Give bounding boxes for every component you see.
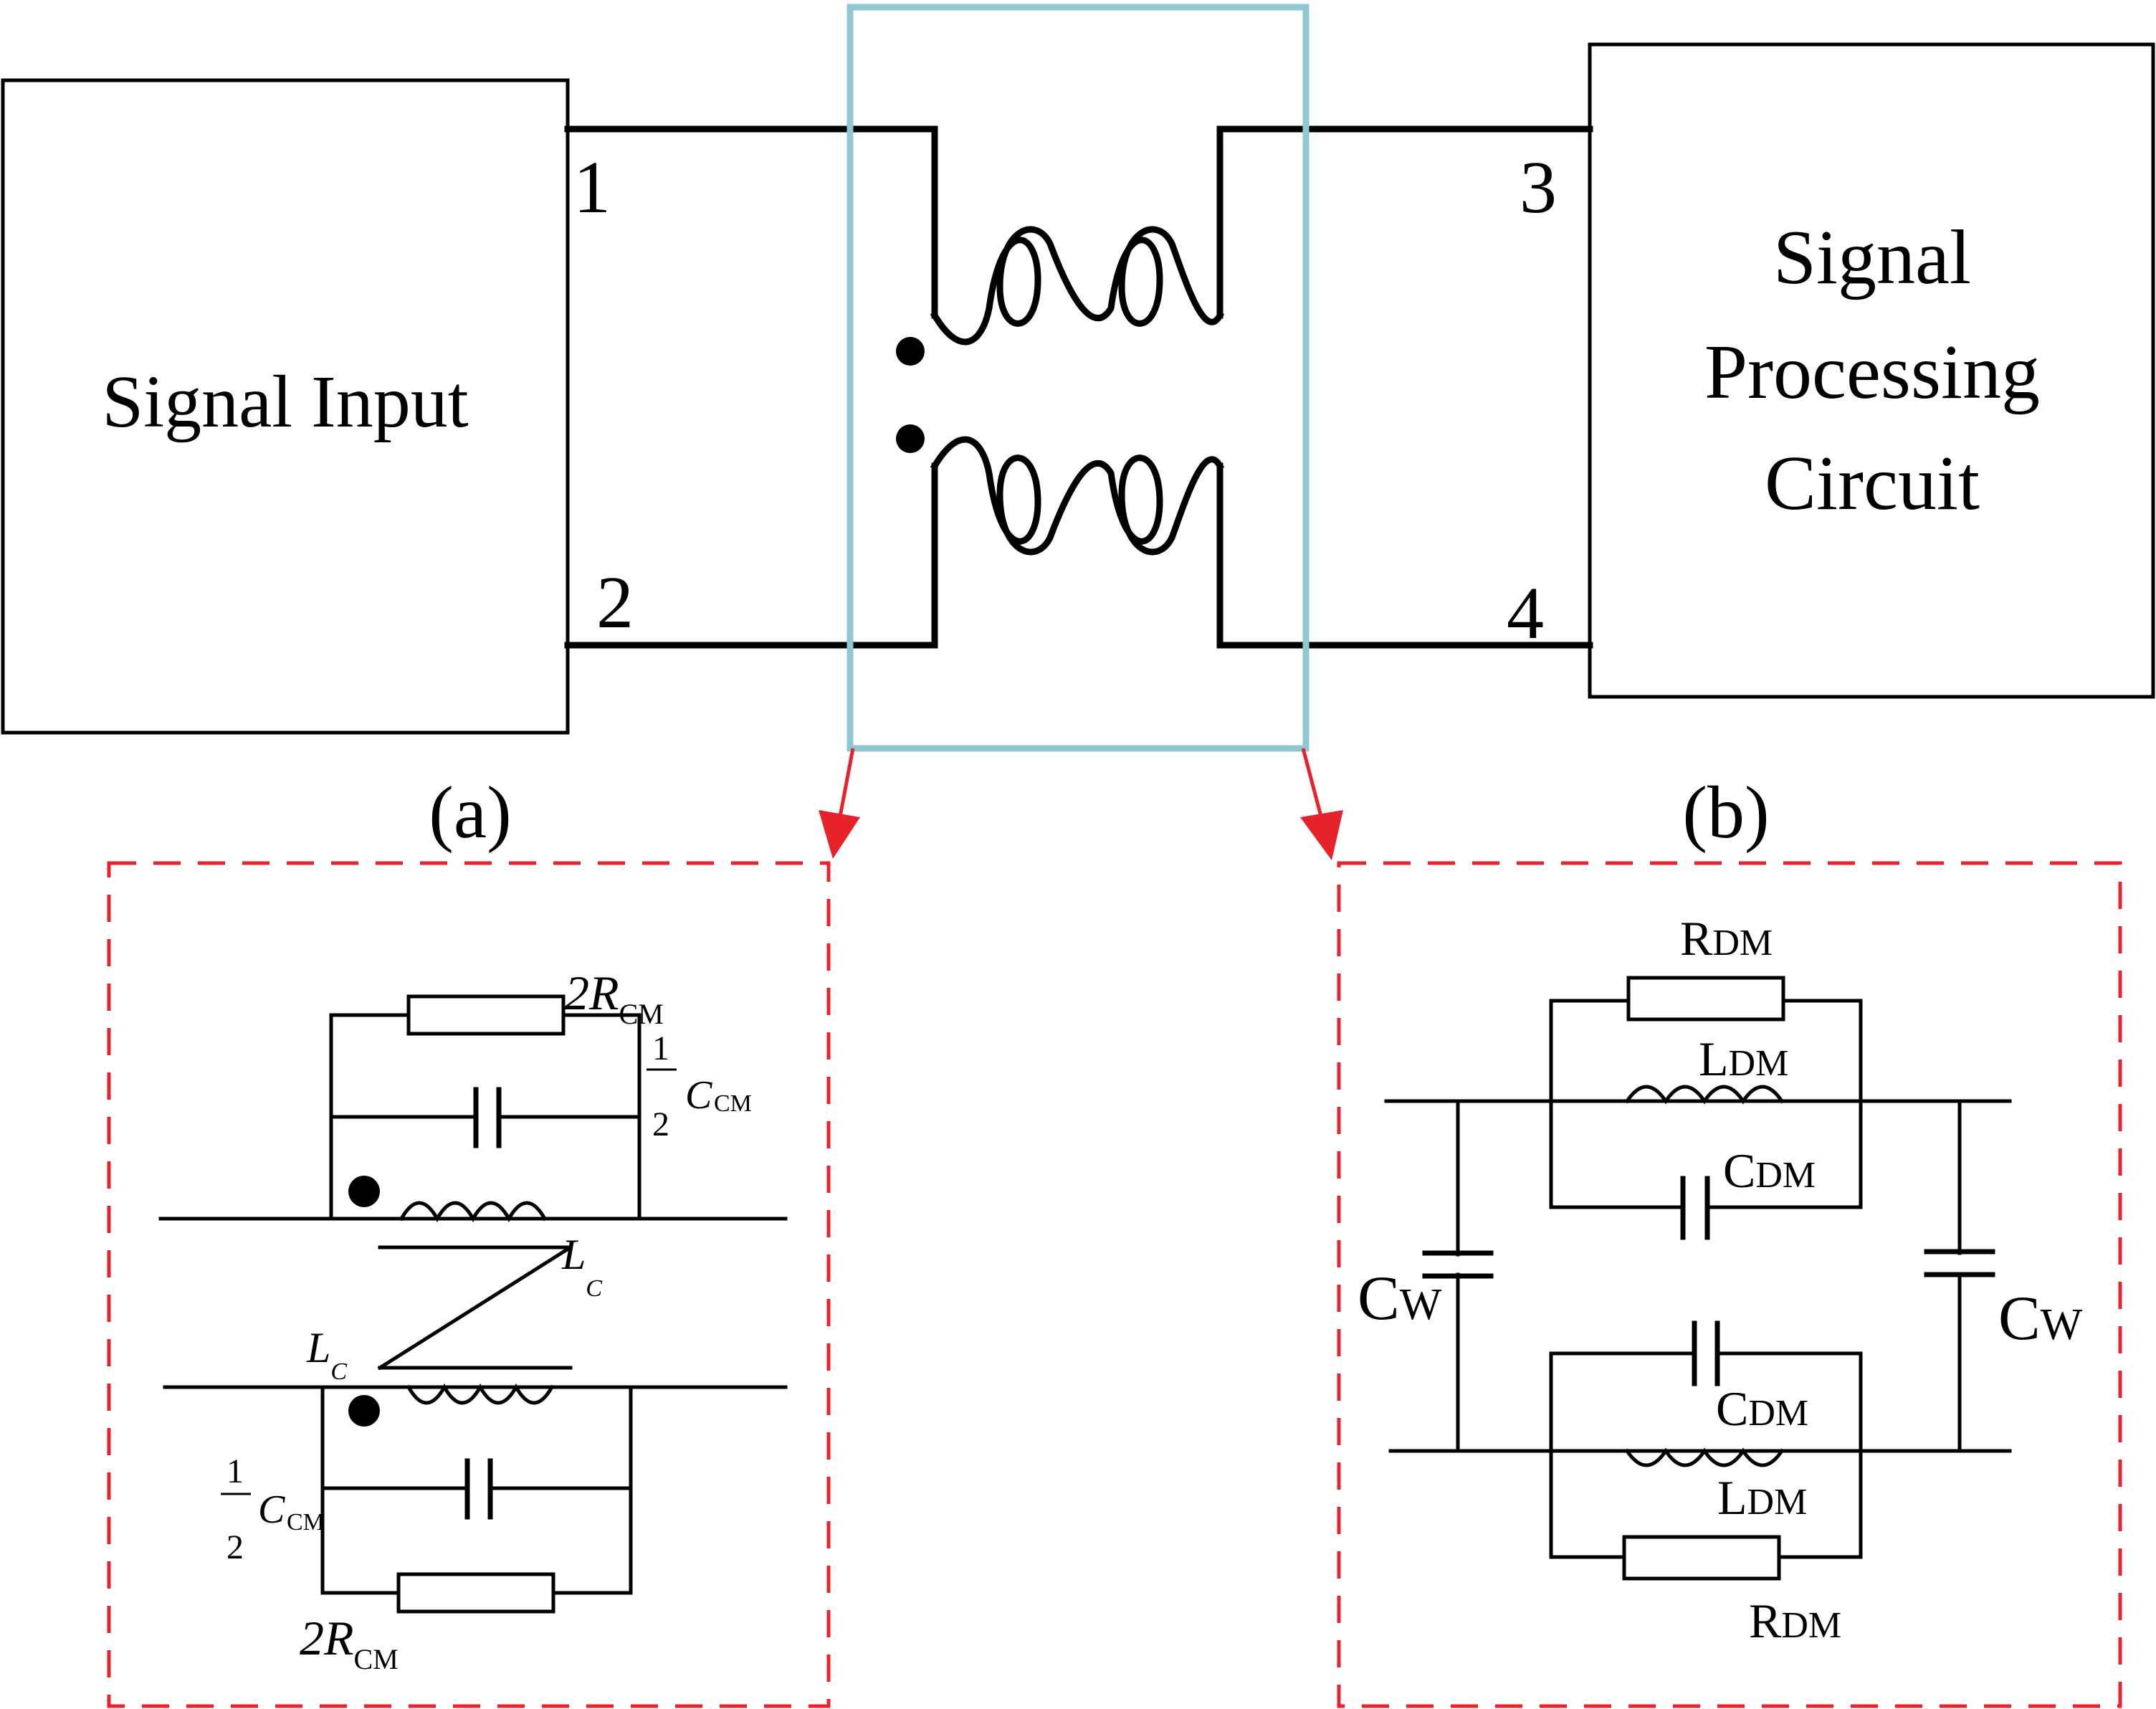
signal-processing-block: Signal Processing Circuit: [1588, 42, 2155, 699]
choke-highlight-box: [846, 4, 1310, 752]
port-label-1: 1: [573, 146, 611, 229]
b-label-rdm-top: RDM: [1680, 911, 1773, 966]
panel-label-b: (b): [1682, 771, 1769, 854]
panel-label-a: (a): [429, 771, 511, 854]
port-label-2: 2: [596, 561, 634, 644]
panel-a-circuit: 2RCM 1 2 C CM LC LC 1 2 C CM 2RCM: [158, 966, 788, 1675]
b-label-rdm-bottom: RDM: [1749, 1594, 1841, 1648]
svg-text:C: C: [685, 1073, 712, 1118]
arrow-left-shaft: [836, 748, 855, 825]
signal-processing-box: [1588, 42, 2155, 699]
wire-port4: [1216, 462, 1593, 649]
a-inductor-bottom: [406, 1383, 555, 1405]
svg-text:2: 2: [652, 1105, 669, 1143]
a-resistor-bottom: [396, 1572, 555, 1614]
port-label-3: 3: [1520, 146, 1557, 229]
a-label-lc-top: LC: [561, 1231, 602, 1302]
panel-b-circuit: RDM LDM CDM CW CW CDM LDM RDM: [1358, 911, 2083, 1648]
polarity-dot-lower: [896, 424, 925, 453]
b-label-cdm-top: CDM: [1723, 1143, 1816, 1198]
b-top-c-lead-l: [1549, 1099, 1684, 1209]
b-label-ldm-top: LDM: [1699, 1032, 1788, 1086]
a-resistor-top: [406, 994, 566, 1036]
svg-text:1: 1: [652, 1029, 669, 1067]
b-label-cw-left: CW: [1358, 1264, 1442, 1333]
zoom-arrows: [819, 748, 1343, 860]
a-inductor-top: [399, 1201, 548, 1223]
b-label-cdm-bottom: CDM: [1716, 1381, 1808, 1436]
main-wires: [564, 125, 1593, 649]
processing-label-line1: Signal: [1773, 215, 1971, 300]
b-resistor-bottom: [1622, 1535, 1781, 1581]
svg-text:2: 2: [226, 1528, 244, 1566]
a-coupling-diagonal: [377, 1244, 573, 1371]
a-dot-bottom: [348, 1395, 380, 1427]
arrow-right-head: [1300, 810, 1343, 860]
svg-text:1: 1: [226, 1452, 244, 1490]
detail-panel-b-border: [1337, 861, 2122, 1708]
signal-input-label: Signal Input: [102, 361, 468, 443]
b-bottom-c-lead-r: [1717, 1351, 1863, 1453]
a-label-2rcm-top: 2RCM: [565, 966, 664, 1030]
b-top-c-lead-r: [1707, 1099, 1863, 1209]
a-label-2rcm-bottom: 2RCM: [300, 1611, 399, 1675]
arrow-left-head: [819, 810, 860, 859]
a-label-half-ccm-bottom: 1 2 C CM: [221, 1452, 325, 1566]
detail-panel-a-border: [107, 861, 831, 1708]
polarity-dot-upper: [896, 337, 925, 366]
processing-label-line3: Circuit: [1765, 441, 1980, 526]
a-dot-top: [348, 1176, 380, 1207]
b-label-cw-right: CW: [1998, 1284, 2083, 1353]
svg-text:C: C: [258, 1487, 285, 1532]
signal-input-block: Signal Input: [1, 78, 570, 735]
arrow-right-shaft: [1301, 748, 1325, 825]
svg-text:CM: CM: [714, 1090, 752, 1117]
processing-label-line2: Processing: [1704, 330, 2040, 415]
b-bottom-c-lead-l: [1549, 1351, 1695, 1453]
svg-text:CM: CM: [287, 1509, 325, 1536]
coil-lower: [930, 436, 1225, 556]
wire-port2: [564, 462, 938, 649]
b-label-ldm-bottom: LDM: [1717, 1470, 1807, 1525]
coil-upper: [930, 226, 1225, 346]
b-resistor-top: [1626, 976, 1785, 1022]
signal-input-box: [1, 78, 570, 735]
port-label-4: 4: [1507, 572, 1544, 654]
wire-port3: [1216, 125, 1593, 319]
a-label-half-ccm-top: 1 2 C CM: [647, 1029, 752, 1143]
wire-port1: [564, 125, 938, 319]
b-inductor-bottom: [1624, 1447, 1785, 1467]
b-inductor-top: [1624, 1085, 1785, 1105]
a-label-lc-bottom: LC: [306, 1324, 347, 1385]
